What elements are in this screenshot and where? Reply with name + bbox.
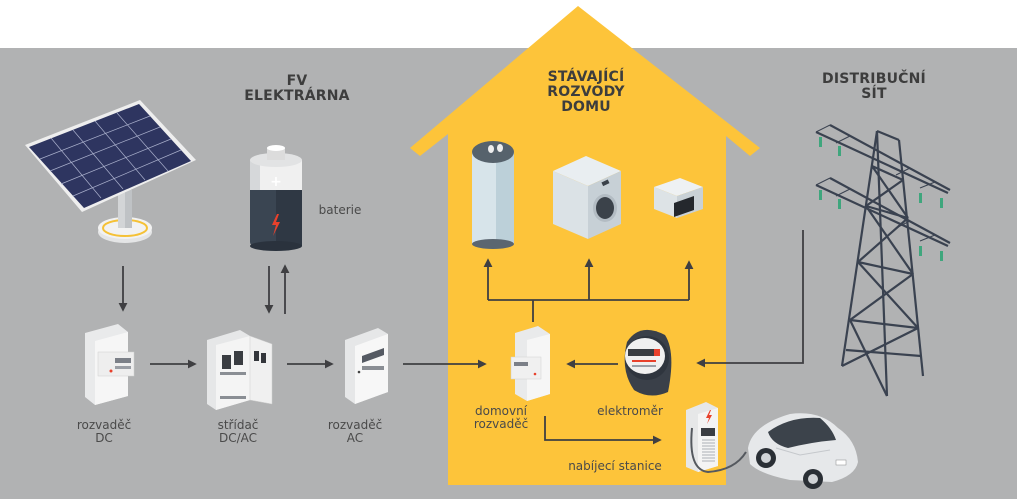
arrow-grid-to-meter	[696, 230, 804, 368]
washing-machine-icon	[553, 156, 621, 239]
power-pylon-icon	[815, 124, 951, 397]
title-line: ELEKTRÁRNA	[244, 88, 350, 104]
arrow-home-to-charger	[544, 416, 662, 445]
flow-arrows	[118, 230, 804, 445]
electricity-meter-icon	[624, 329, 672, 396]
inverter-cabinet-icon	[207, 330, 273, 410]
label-line: AC	[346, 431, 364, 445]
title-line: DISTRIBUČNÍ	[822, 71, 926, 87]
dc-switchboard-icon	[85, 324, 135, 405]
label-home-switchboard: domovní rozvaděč	[474, 405, 528, 431]
microwave-icon	[654, 178, 703, 218]
electric-car-icon	[748, 413, 858, 489]
label-dc-switchboard: rozvaděč DC	[77, 419, 131, 445]
label-ac-switchboard: rozvaděč AC	[328, 419, 382, 445]
title-line: FV	[286, 73, 308, 89]
label-battery: baterie	[318, 203, 362, 217]
ac-switchboard-icon	[345, 328, 388, 404]
label-line: střídač	[217, 418, 259, 432]
title-pv-plant: FV ELEKTRÁRNA	[244, 74, 349, 104]
ev-charger-icon	[686, 402, 747, 474]
title-line: SÍT	[861, 86, 887, 102]
insulator-icons	[819, 137, 943, 261]
label-charging-station: nabíjecí stanice	[568, 459, 662, 473]
battery-icon: +	[250, 145, 302, 251]
label-inverter: střídač DC/AC	[218, 419, 259, 445]
label-line: DC	[95, 431, 113, 445]
label-line: rozvaděč	[76, 418, 132, 432]
svg-text:+: +	[270, 174, 282, 190]
house-shape	[410, 6, 760, 485]
label-electricity-meter: elektroměr	[597, 404, 663, 418]
title-grid: DISTRIBUČNÍ SÍT	[822, 72, 926, 102]
label-line: rozvaděč	[327, 418, 383, 432]
home-switchboard-icon	[510, 326, 550, 401]
water-heater-icon	[472, 141, 514, 249]
title-line: DOMU	[561, 99, 611, 115]
title-line: ROZVODY	[547, 84, 625, 100]
solar-panel-icon	[25, 100, 196, 243]
title-line: STÁVAJÍCÍ	[547, 69, 625, 85]
label-line: domovní	[474, 404, 528, 418]
label-line: DC/AC	[218, 431, 258, 445]
title-house: STÁVAJÍCÍ ROZVODY DOMU	[547, 70, 624, 115]
label-line: rozvaděč	[473, 417, 529, 431]
